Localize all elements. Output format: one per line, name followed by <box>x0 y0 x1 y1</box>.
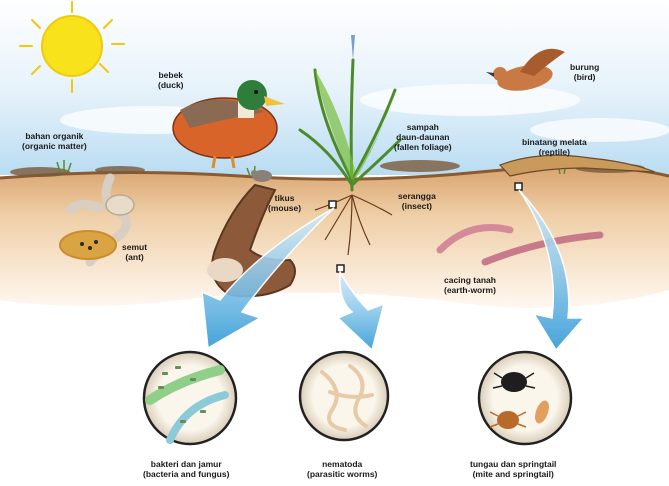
mite-springtail-circle <box>479 352 571 444</box>
label-fallen-foliage: sampahdaun-daunan(fallen foliage) <box>394 122 452 152</box>
label-duck: bebek(duck) <box>158 70 184 90</box>
label-bacteria-fungus: bakteri dan jamur(bacteria and fungus) <box>143 459 229 479</box>
label-mite-springtail: tungau dan springtail(mite and springtai… <box>470 459 556 479</box>
bacteria-fungus-circle <box>144 352 236 444</box>
label-organic-matter: bahan organik(organic matter) <box>22 131 87 151</box>
label-insect: serangga(insect) <box>398 191 436 211</box>
label-bird: burung(bird) <box>570 62 599 82</box>
label-nematoda: nematoda(parasitic worms) <box>307 459 377 479</box>
ant-chamber <box>60 231 116 259</box>
label-mouse: tikus(mouse) <box>268 193 301 213</box>
label-ant: semut(ant) <box>122 242 147 262</box>
nematode-circle <box>300 352 388 440</box>
label-earthworm: cacing tanah(earth-worm) <box>444 275 496 295</box>
label-reptile: binatang melata(reptile) <box>522 137 587 157</box>
